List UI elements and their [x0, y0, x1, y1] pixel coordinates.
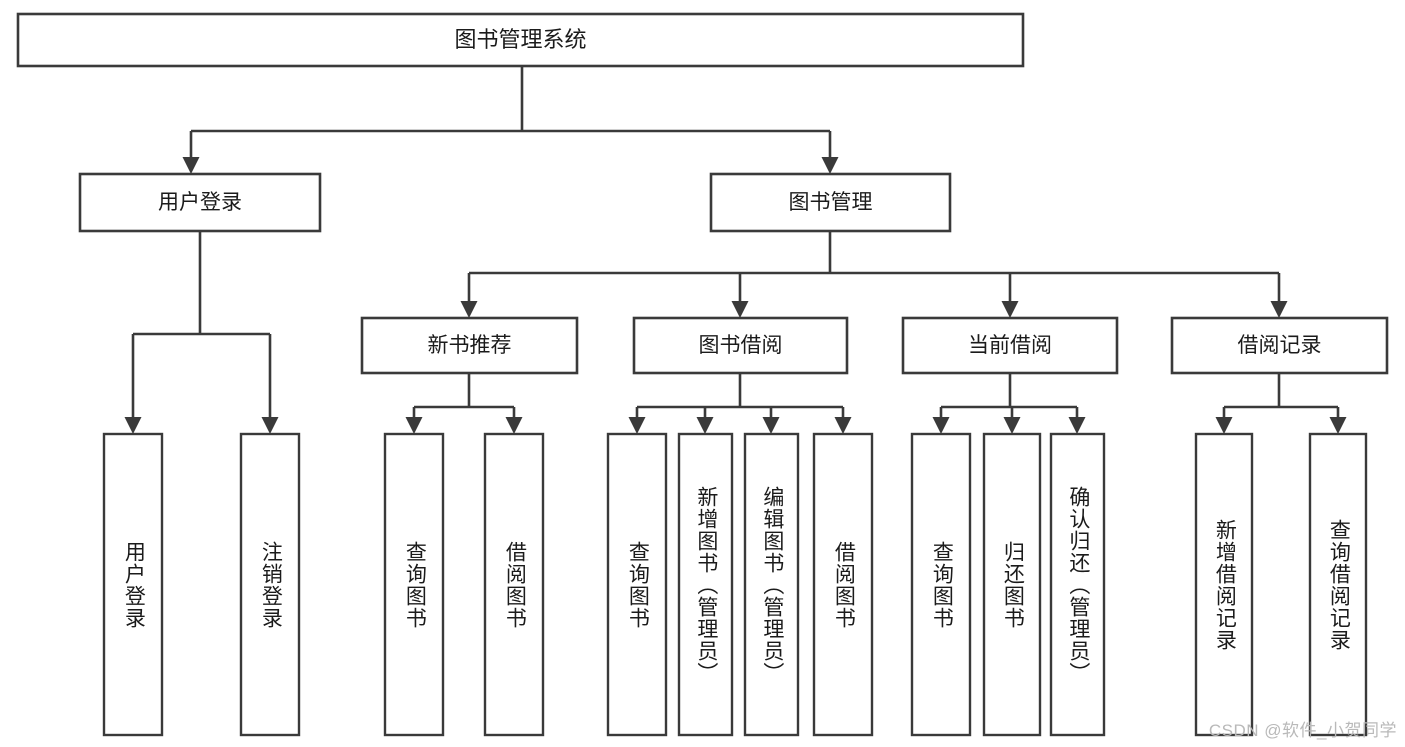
connector-borrow-records-to-leaves — [1222, 373, 1340, 418]
arrow-head-icon — [182, 157, 200, 174]
node-box — [1308, 432, 1368, 737]
node-level2-borrow-records[interactable]: 借阅记录 — [1170, 316, 1389, 375]
node-leaf-leaf-query-book-rec[interactable] — [383, 432, 445, 737]
node-level2-new-book-recommend[interactable]: 新书推荐 — [360, 316, 579, 375]
node-leaf-leaf-add-record[interactable] — [1194, 432, 1254, 737]
node-label: 图书管理 — [789, 191, 873, 214]
node-box — [102, 432, 164, 737]
arrow-head-icon — [932, 417, 950, 434]
node-leaf-leaf-query-record[interactable] — [1308, 432, 1368, 737]
node-leaf-leaf-confirm-return[interactable] — [1049, 432, 1106, 737]
node-leaf-leaf-query-book-cur[interactable] — [910, 432, 972, 737]
node-label: 当前借阅 — [968, 334, 1052, 357]
arrow-head-icon — [1215, 417, 1233, 434]
node-root-root[interactable]: 图书管理系统 — [16, 12, 1025, 68]
node-label: 借阅记录 — [1238, 334, 1322, 357]
node-box — [982, 432, 1042, 737]
node-leaf-leaf-user-logout[interactable] — [239, 432, 301, 737]
node-label: 图书管理系统 — [454, 27, 586, 52]
node-label: 图书借阅 — [699, 334, 783, 357]
node-label: 用户登录 — [158, 191, 242, 214]
arrow-head-icon — [505, 417, 523, 434]
node-box — [812, 432, 874, 737]
arrow-head-icon — [834, 417, 852, 434]
node-box — [1049, 432, 1106, 737]
connector-book-borrow-to-leaves — [635, 373, 845, 418]
node-box — [360, 316, 579, 375]
node-box — [383, 432, 445, 737]
arrow-head-icon — [405, 417, 423, 434]
arrow-head-icon — [124, 417, 142, 434]
node-leaf-leaf-borrow-book[interactable] — [812, 432, 874, 737]
arrow-head-icon — [731, 301, 749, 318]
node-box — [78, 172, 322, 233]
arrow-head-icon — [821, 157, 839, 174]
arrow-head-icon — [1003, 417, 1021, 434]
node-box — [239, 432, 301, 737]
node-leaf-leaf-borrow-book-rec[interactable] — [483, 432, 545, 737]
arrow-head-icon — [696, 417, 714, 434]
connector-new-book-recommend-to-leaves — [412, 373, 516, 418]
connector-book-management-to-level2 — [467, 231, 1281, 302]
node-box — [677, 432, 734, 737]
arrow-head-icon — [460, 301, 478, 318]
node-box — [632, 316, 849, 375]
node-box — [606, 432, 668, 737]
node-label: 新书推荐 — [428, 334, 512, 357]
node-box — [743, 432, 800, 737]
node-level2-book-borrow[interactable]: 图书借阅 — [632, 316, 849, 375]
node-box — [910, 432, 972, 737]
node-box — [901, 316, 1119, 375]
arrow-head-icon — [1270, 301, 1288, 318]
node-level2-current-borrow[interactable]: 当前借阅 — [901, 316, 1119, 375]
node-leaf-leaf-user-login[interactable] — [102, 432, 164, 737]
connector-current-borrow-to-leaves — [939, 373, 1079, 418]
node-box — [483, 432, 545, 737]
arrow-head-icon — [1068, 417, 1086, 434]
node-box — [1170, 316, 1389, 375]
connector-root-to-level1 — [189, 66, 832, 158]
node-leaf-leaf-query-book-borrow[interactable] — [606, 432, 668, 737]
node-leaf-leaf-return-book[interactable] — [982, 432, 1042, 737]
arrow-head-icon — [1001, 301, 1019, 318]
node-leaf-leaf-add-book[interactable] — [677, 432, 734, 737]
node-box — [16, 12, 1025, 68]
connector-layer — [124, 66, 1347, 434]
arrow-head-icon — [1329, 417, 1347, 434]
connector-user-login-to-leaves — [131, 231, 272, 418]
node-level1-book-management[interactable]: 图书管理 — [709, 172, 952, 233]
node-leaf-leaf-edit-book[interactable] — [743, 432, 800, 737]
node-box — [709, 172, 952, 233]
arrow-head-icon — [628, 417, 646, 434]
node-box — [1194, 432, 1254, 737]
arrow-head-icon — [762, 417, 780, 434]
arrow-head-icon — [261, 417, 279, 434]
watermark-text: CSDN @软件_小贺同学 — [1208, 721, 1397, 740]
node-level1-user-login[interactable]: 用户登录 — [78, 172, 322, 233]
